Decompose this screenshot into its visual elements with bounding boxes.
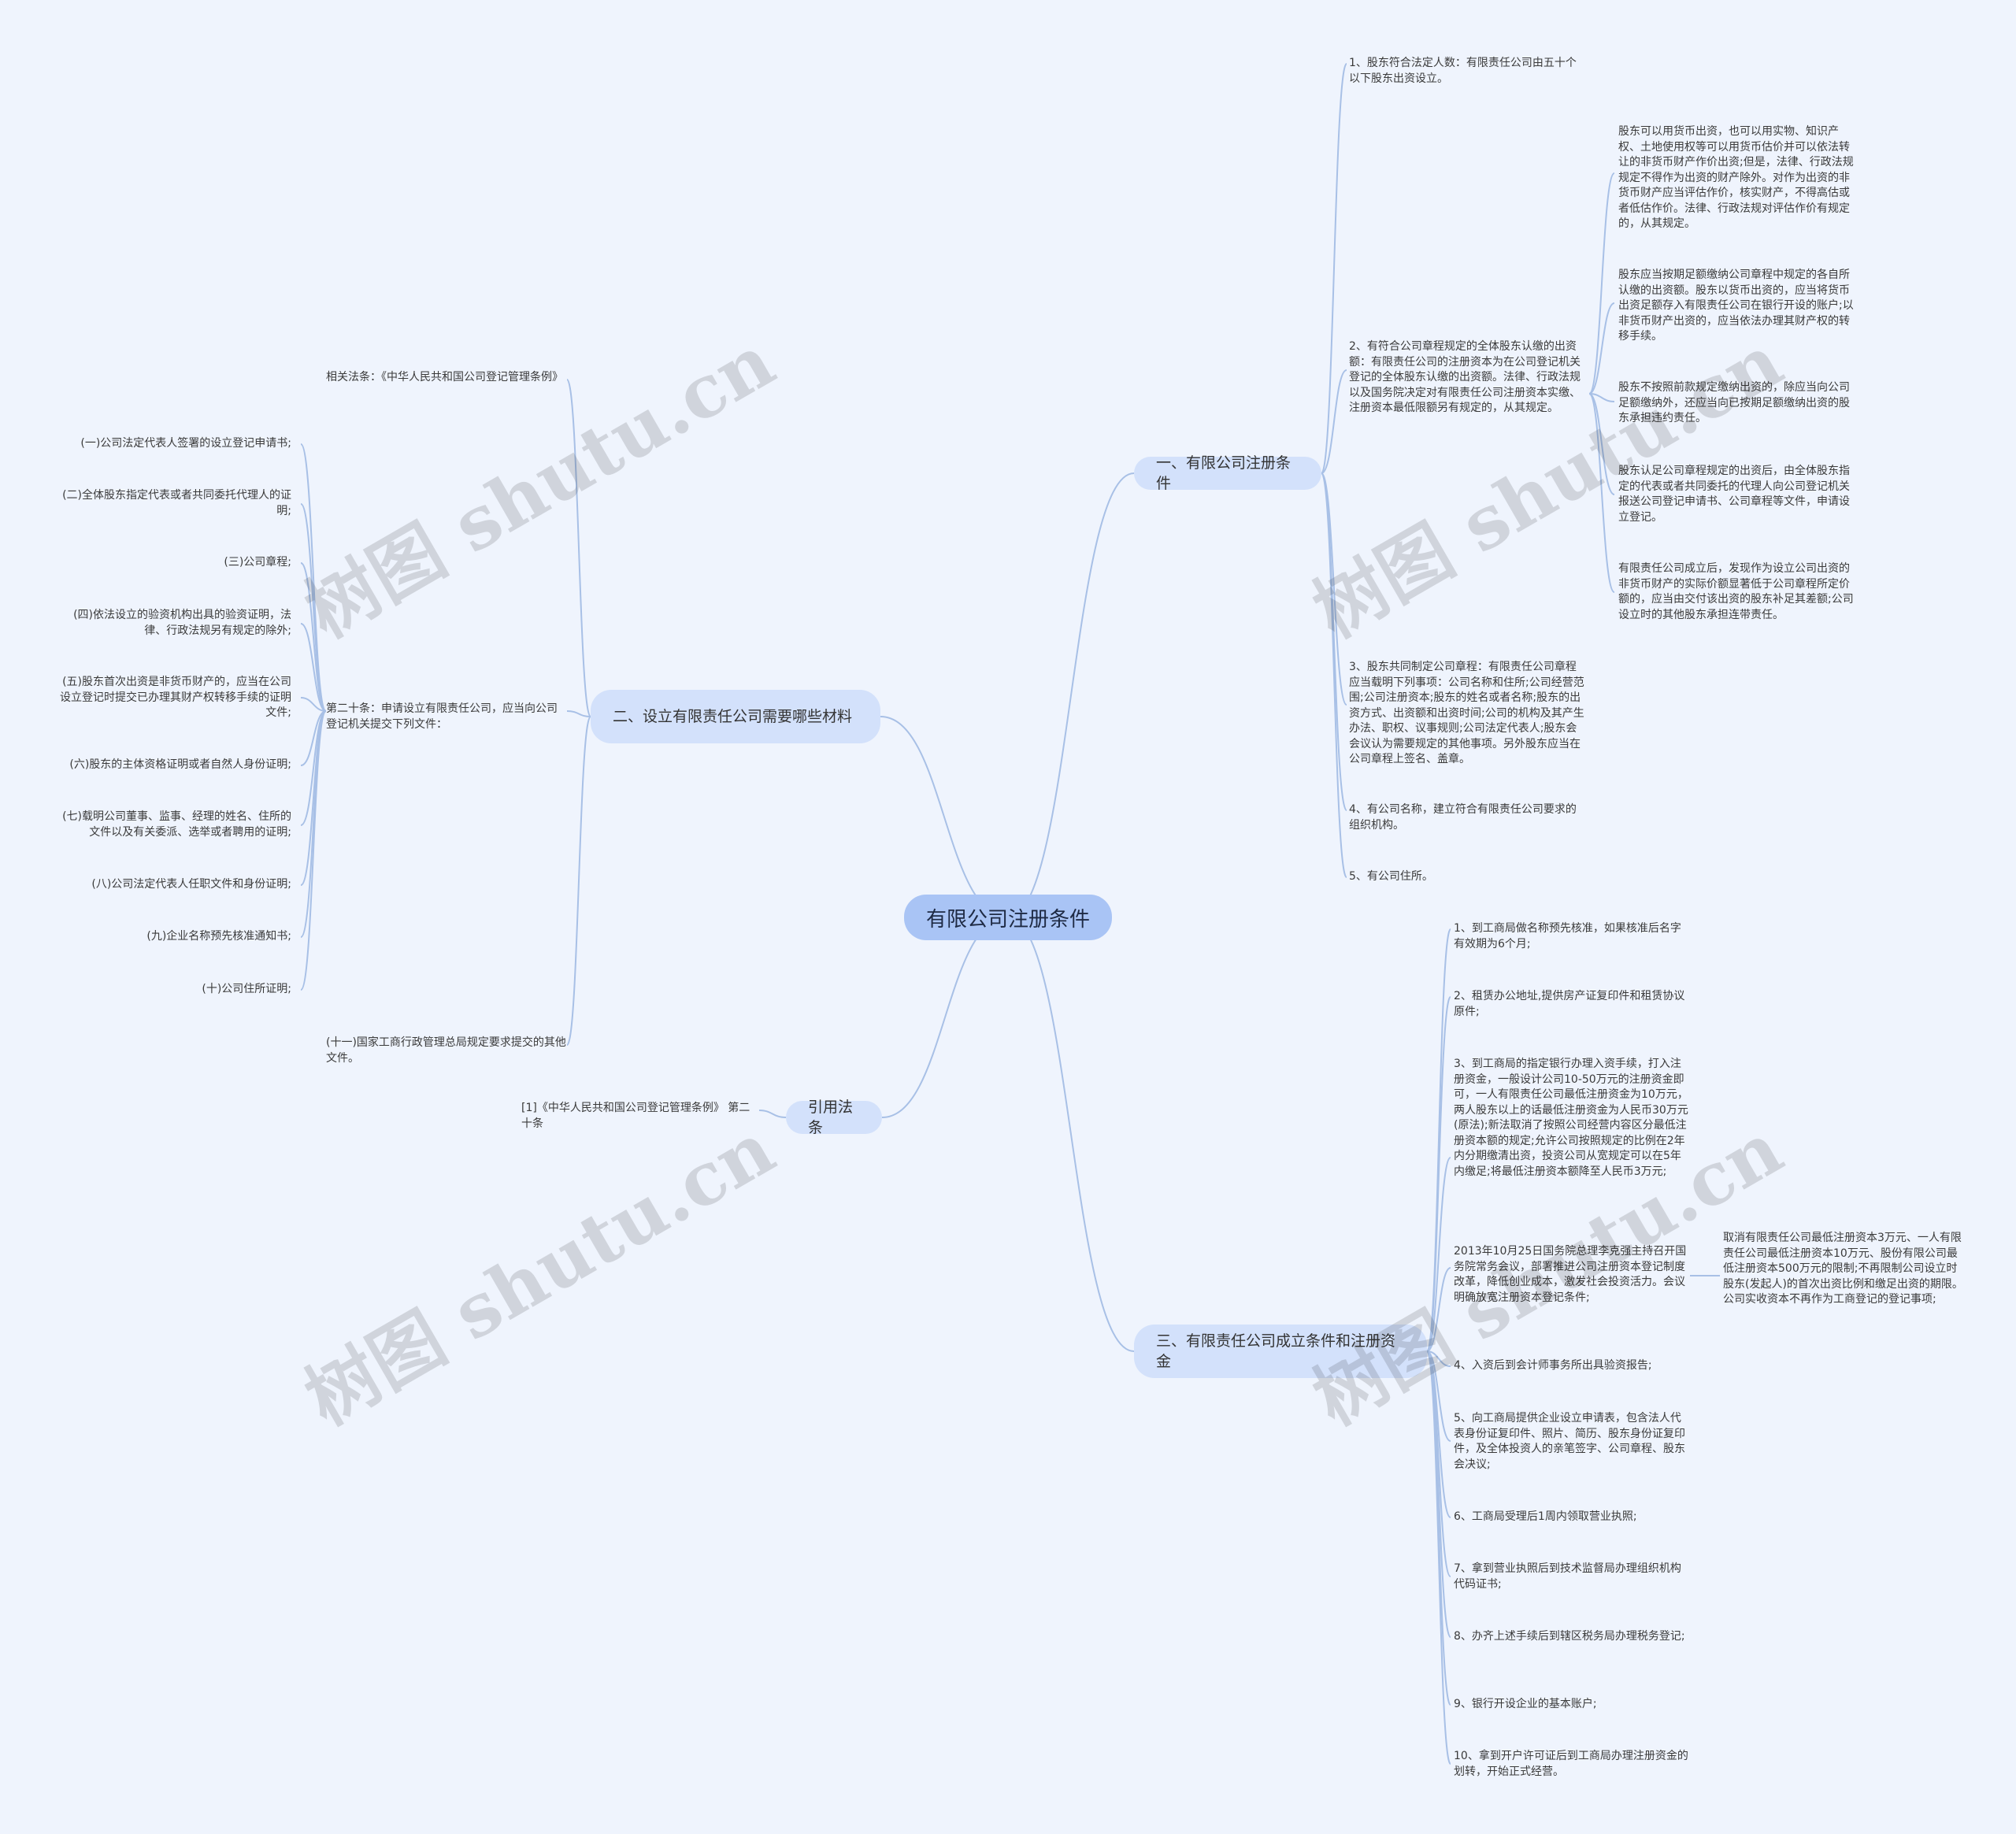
connector: [566, 710, 591, 717]
list-item: 股东认足公司章程规定的出资后，由全体股东指定的代表或者共同委托的代理人向公司登记…: [1618, 465, 1850, 524]
connector: [300, 697, 327, 712]
list-item: 有限责任公司成立后，发现作为设立公司出资的非货币财产的实际价额显著低于公司章程所…: [1618, 562, 1854, 621]
connector: [566, 716, 591, 1046]
list-item: (七)载明公司董事、监事、经理的姓名、住所的文件以及有关委派、选举或者聘用的证明…: [62, 810, 291, 839]
list-item: 3、到工商局的指定银行办理入资手续，打入注册资金，一般设计公司10-50万元的注…: [1454, 1058, 1688, 1178]
root-node[interactable]: 有限公司注册条件: [904, 895, 1112, 940]
connector: [1426, 1350, 1451, 1765]
list-item: 1、股东符合法定人数：有限责任公司由五十个以下股东出资设立。: [1349, 57, 1577, 85]
connector: [1588, 393, 1615, 402]
connector: [1426, 1350, 1451, 1442]
list-item: 3、股东共同制定公司章程：有限责任公司章程应当载明下列事项：公司名称和住所;公司…: [1349, 661, 1584, 765]
connector: [1426, 1350, 1451, 1367]
connector: [1321, 472, 1347, 706]
connector: [1426, 1350, 1451, 1706]
list-item: 第二十条：申请设立有限责任公司，应当向公司登记机关提交下列文件：: [326, 702, 558, 731]
connector: [300, 503, 327, 712]
list-item: 2、租赁办公地址,提供房产证复印件和租赁协议原件;: [1454, 990, 1685, 1018]
list-item: 5、向工商局提供企业设立申请表，包含法人代表身份证复印件、照片、简历、股东身份证…: [1454, 1412, 1685, 1471]
list-item: 7、拿到营业执照后到技术监督局办理组织机构代码证书;: [1454, 1562, 1681, 1591]
list-item: 2、有符合公司章程规定的全体股东认缴的出资额：有限责任公司的注册资本为在公司登记…: [1349, 340, 1581, 414]
list-item: (二)全体股东指定代表或者共同委托代理人的证明;: [62, 489, 291, 517]
connector: [1007, 917, 1135, 1352]
connector: [1588, 172, 1615, 395]
list-item: 4、入资后到会计师事务所出具验资报告;: [1454, 1359, 1652, 1372]
connector: [1321, 472, 1347, 878]
connector: [300, 562, 327, 712]
list-item: 取消有限责任公司最低注册资本3万元、一人有限责任公司最低注册资本10万元、股份有…: [1723, 1232, 1963, 1306]
list-item: 2013年10月25日国务院总理李克强主持召开国务院常务会议，部署推进公司注册资…: [1454, 1245, 1687, 1304]
list-item: (九)企业名称预先核准通知书;: [146, 930, 291, 943]
branch-capital-conditions[interactable]: 三、有限责任公司成立条件和注册资金: [1134, 1325, 1427, 1378]
connector: [758, 1110, 787, 1118]
list-item: (八)公司法定代表人任职文件和身份证明;: [91, 878, 291, 891]
list-item: 8、办齐上述手续后到辖区税务局办理税务登记;: [1454, 1630, 1685, 1643]
connector: [1321, 63, 1347, 474]
list-item: [1]《中华人民共和国公司登记管理条例》 第二十条: [521, 1102, 750, 1130]
list-item: 股东可以用货币出资，也可以用实物、知识产权、土地使用权等可以用货币估价并可以依法…: [1618, 125, 1854, 230]
list-item: 相关法条：《中华人民共和国公司登记管理条例》: [326, 371, 563, 383]
connector: [300, 710, 327, 938]
connector: [1321, 369, 1347, 474]
list-item: 股东不按照前款规定缴纳出资的，除应当向公司足额缴纳外，还应当向已按期足额缴纳出资…: [1618, 381, 1850, 424]
connector: [300, 710, 327, 991]
list-item: 9、银行开设企业的基本账户;: [1454, 1698, 1597, 1710]
connector: [566, 379, 591, 717]
list-item: 6、工商局受理后1周内领取营业执照;: [1454, 1510, 1637, 1523]
list-item: 股东应当按期足额缴纳公司章程中规定的各自所认缴的出资额。股东以货币出资的，应当将…: [1618, 269, 1854, 343]
list-item: 10、拿到开户许可证后到工商局办理注册资金的划转，开始正式经营。: [1454, 1750, 1688, 1778]
list-item: (四)依法设立的验资机构出具的验资证明，法律、行政法规另有规定的除外;: [73, 609, 291, 637]
connector: [881, 917, 1009, 1118]
connector: [1007, 472, 1135, 918]
list-item: 1、到工商局做名称预先核准，如果核准后名字有效期为6个月;: [1454, 922, 1681, 950]
connector: [1588, 393, 1615, 593]
list-item: (六)股东的主体资格证明或者自然人身份证明;: [69, 758, 291, 771]
branch-registration-conditions[interactable]: 一、有限公司注册条件: [1134, 454, 1321, 492]
connector: [1588, 302, 1615, 395]
branch-required-materials[interactable]: 二、设立有限责任公司需要哪些材料: [591, 690, 880, 743]
connector: [1426, 1267, 1451, 1352]
list-item: 5、有公司住所。: [1349, 870, 1433, 883]
connector: [1588, 393, 1615, 495]
list-item: (三)公司章程;: [224, 556, 291, 569]
list-item: 4、有公司名称，建立符合有限责任公司要求的组织机构。: [1349, 803, 1577, 832]
connector: [300, 710, 327, 766]
branch-cited-law[interactable]: 引用法条: [786, 1099, 882, 1136]
list-item: (十)公司住所证明;: [202, 983, 291, 995]
list-item: (一)公司法定代表人签署的设立登记申请书;: [80, 437, 291, 450]
connector: [1426, 996, 1451, 1352]
connector: [300, 623, 327, 712]
list-item: (五)股东首次出资是非货币财产的，应当在公司设立登记时提交已办理其财产权转移手续…: [60, 676, 291, 719]
connector: [1426, 1157, 1451, 1352]
connector: [880, 716, 1009, 918]
list-item: (十一)国家工商行政管理总局规定要求提交的其他文件。: [326, 1036, 566, 1065]
